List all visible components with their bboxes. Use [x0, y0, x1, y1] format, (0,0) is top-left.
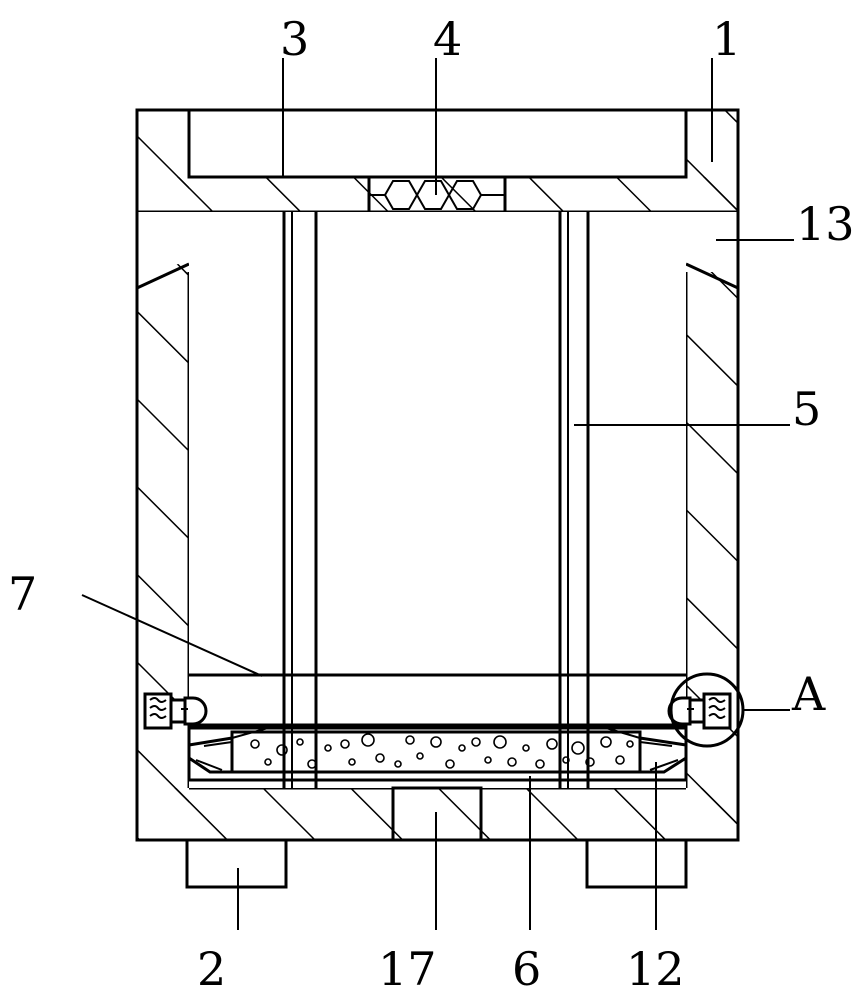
porous-filter — [230, 730, 642, 774]
filter-pore — [484, 756, 492, 764]
filter-pore — [600, 736, 612, 748]
filter-tray — [187, 726, 688, 782]
filter-pore — [471, 737, 481, 747]
filter-pore — [324, 744, 332, 752]
filter-pore — [571, 741, 585, 755]
filter-pore — [250, 739, 260, 749]
filter-pore — [340, 739, 350, 749]
filter-pore — [430, 736, 442, 748]
label-2: 2 — [197, 942, 226, 996]
label-3: 3 — [280, 12, 309, 66]
filter-pore — [562, 756, 570, 764]
filter-pore — [405, 735, 415, 745]
label-4: 4 — [433, 12, 462, 66]
housing-bottom-plate — [137, 788, 738, 840]
filter-pore — [615, 755, 625, 765]
label-12: 12 — [626, 942, 685, 996]
filter-pore — [375, 753, 385, 763]
side-channel-left — [135, 212, 190, 300]
label-5: 5 — [792, 382, 821, 436]
filter-pore — [361, 733, 375, 747]
latch-right — [667, 692, 732, 730]
label-13: 13 — [796, 197, 855, 251]
filter-pore — [458, 744, 466, 752]
filter-pore — [394, 760, 402, 768]
filter-pore — [522, 744, 530, 752]
filter-pore — [445, 759, 455, 769]
filter-pore — [264, 758, 272, 766]
top-cavity — [189, 110, 686, 177]
label-6: 6 — [512, 942, 541, 996]
inner-chamber — [189, 212, 686, 788]
filter-pore — [307, 759, 317, 769]
housing-top-plate — [137, 177, 738, 213]
filter-pore — [626, 740, 634, 748]
lower-plate — [189, 673, 686, 727]
label-A: A — [791, 667, 826, 721]
foot-left — [185, 838, 288, 889]
filter-pore — [348, 758, 356, 766]
filter-pore — [507, 757, 517, 767]
filter-pore — [546, 738, 558, 750]
filter-pore — [535, 759, 545, 769]
filter-pores — [250, 733, 634, 769]
filter-pore — [296, 738, 304, 746]
foot-right — [585, 838, 688, 889]
filter-pore — [416, 752, 424, 760]
label-1: 1 — [712, 12, 741, 66]
guide-rails — [282, 212, 590, 788]
latch-left — [143, 692, 208, 730]
filter-pore — [585, 757, 595, 767]
leader-lines — [81, 58, 794, 930]
filter-pore — [493, 735, 507, 749]
filter-pore — [276, 744, 288, 756]
label-17: 17 — [378, 942, 437, 996]
label-7: 7 — [8, 567, 37, 621]
side-channel-right — [685, 212, 740, 300]
part-labels: 1 3 4 13 5 7 A 2 17 6 12 — [8, 12, 855, 996]
